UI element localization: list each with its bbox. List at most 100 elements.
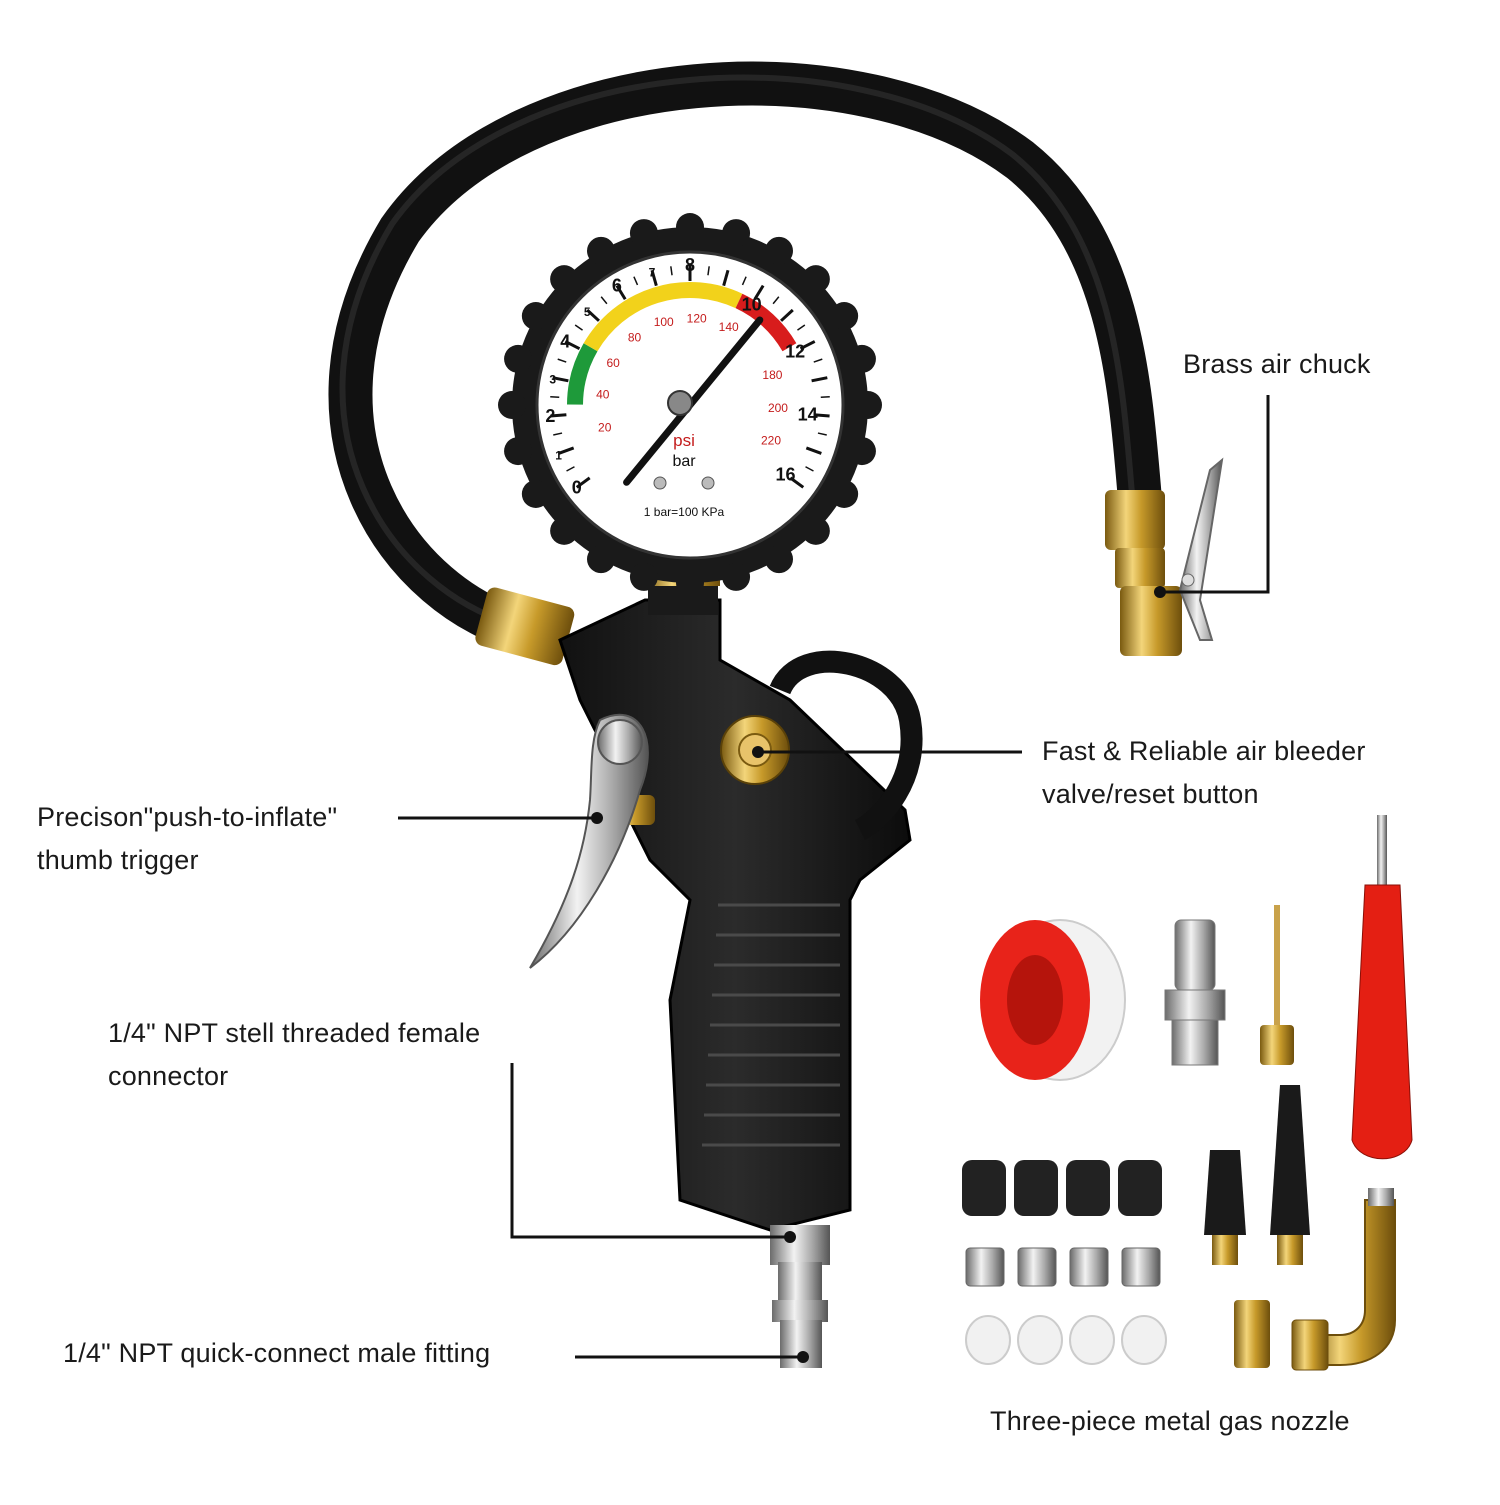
valve-cores [965,1247,1161,1287]
bezel-bump [550,516,579,545]
zone-red [735,293,797,352]
gauge-unit-psi: psi [673,431,695,450]
bezel-bump [498,391,526,419]
bar-tick [707,266,710,276]
bar-label: 5 [584,305,591,319]
psi-label: 200 [768,401,788,415]
bezel-bump [676,213,704,241]
bar-label: 10 [742,294,762,314]
bar-tick [550,396,560,399]
grip-ribs [702,903,840,1147]
bar-tick [772,296,780,305]
leader-brass-chuck [1160,395,1270,594]
hose-fitting [475,587,575,666]
psi-label: 120 [687,311,707,325]
label-female-line2: connector [108,1061,229,1091]
label-trigger-line1: Precison"push-to-inflate" [37,802,338,832]
psi-label: 100 [654,315,674,329]
bar-tick [600,296,608,305]
bar-label: 1 [555,448,562,462]
bar-label: 7 [649,265,656,279]
label-male-fitting: 1/4" NPT quick-connect male fitting [63,1338,491,1368]
zone-green [567,343,598,405]
washers [965,1315,1167,1365]
teflon-tape [980,919,1126,1081]
male-fitting [770,1225,830,1368]
coupler-plug [1164,919,1226,1066]
bezel-bump [587,236,615,265]
gun-body [558,568,923,1232]
bezel-bump [676,569,704,597]
bar-tick [811,376,828,383]
bezel-bump [587,545,615,574]
bezel-bump [765,236,793,265]
bezel-bump [847,344,876,373]
bezel-bump [854,391,882,419]
zone-yellow [583,282,743,352]
bar-tick [557,358,567,363]
bar-label: 3 [549,373,556,387]
valve-caps [962,1160,1162,1216]
bezel-bump [550,265,579,294]
psi-label: 60 [606,356,620,370]
bezel-bump [722,219,751,248]
valve-core-tool [1351,815,1413,1160]
bar-label: 14 [798,404,818,424]
cone-nozzles [1204,1085,1310,1265]
bezel-bump [722,562,751,591]
bar-tick [805,446,822,455]
bar-tick [586,308,600,322]
gauge-needle [623,316,764,486]
bezel-bump [830,302,859,330]
bar-tick [722,269,730,287]
label-bleeder-line2: valve/reset button [1042,779,1259,809]
bar-tick [780,308,794,322]
bar-tick [566,466,575,472]
bar-tick [797,324,806,331]
bar-label: 16 [775,464,795,484]
bezel-bump [830,480,859,508]
bar-tick [813,413,830,418]
label-gas-nozzle: Three-piece metal gas nozzle [990,1406,1350,1436]
label-brass-air-chuck: Brass air chuck [1183,349,1371,379]
psi-label: 140 [719,320,739,334]
bar-label: 6 [612,276,622,296]
bezel-bump [801,265,830,294]
bar-tick [650,269,658,287]
label-bleeder-line1: Fast & Reliable air bleeder [1042,736,1366,766]
bar-label: 8 [685,255,695,275]
gauge-unit-bar: bar [672,453,696,470]
bar-tick [553,432,563,436]
brass-air-chuck [1105,457,1224,656]
bar-label: 4 [560,331,570,351]
bezel-bump [801,516,830,545]
label-trigger-line2: thumb trigger [37,845,199,875]
bar-tick [633,276,639,286]
inflation-needle [1260,905,1294,1065]
thumb-trigger [529,713,649,969]
bar-tick [817,432,827,436]
bar-tick [575,476,591,489]
psi-label: 20 [598,421,612,435]
bar-tick [799,340,816,351]
psi-label: 40 [596,388,610,402]
presta-adapter [1234,1300,1270,1368]
bezel-bump [504,437,533,466]
bezel-bump [521,480,550,508]
bar-tick [670,266,673,276]
bar-tick [805,466,814,472]
bar-tick [813,358,823,363]
psi-label: 180 [762,368,782,382]
label-thumb-trigger: Precison"push-to-inflate" thumb trigger [37,796,337,882]
bezel-bump [847,437,876,466]
bar-tick [820,396,830,399]
bezel-bump [521,302,550,330]
gauge-conversion: 1 bar=100 KPa [644,505,725,519]
bar-tick [615,284,627,301]
bar-label: 12 [785,341,805,361]
callout-lines [398,395,1270,1359]
bezel-bump [629,219,658,248]
